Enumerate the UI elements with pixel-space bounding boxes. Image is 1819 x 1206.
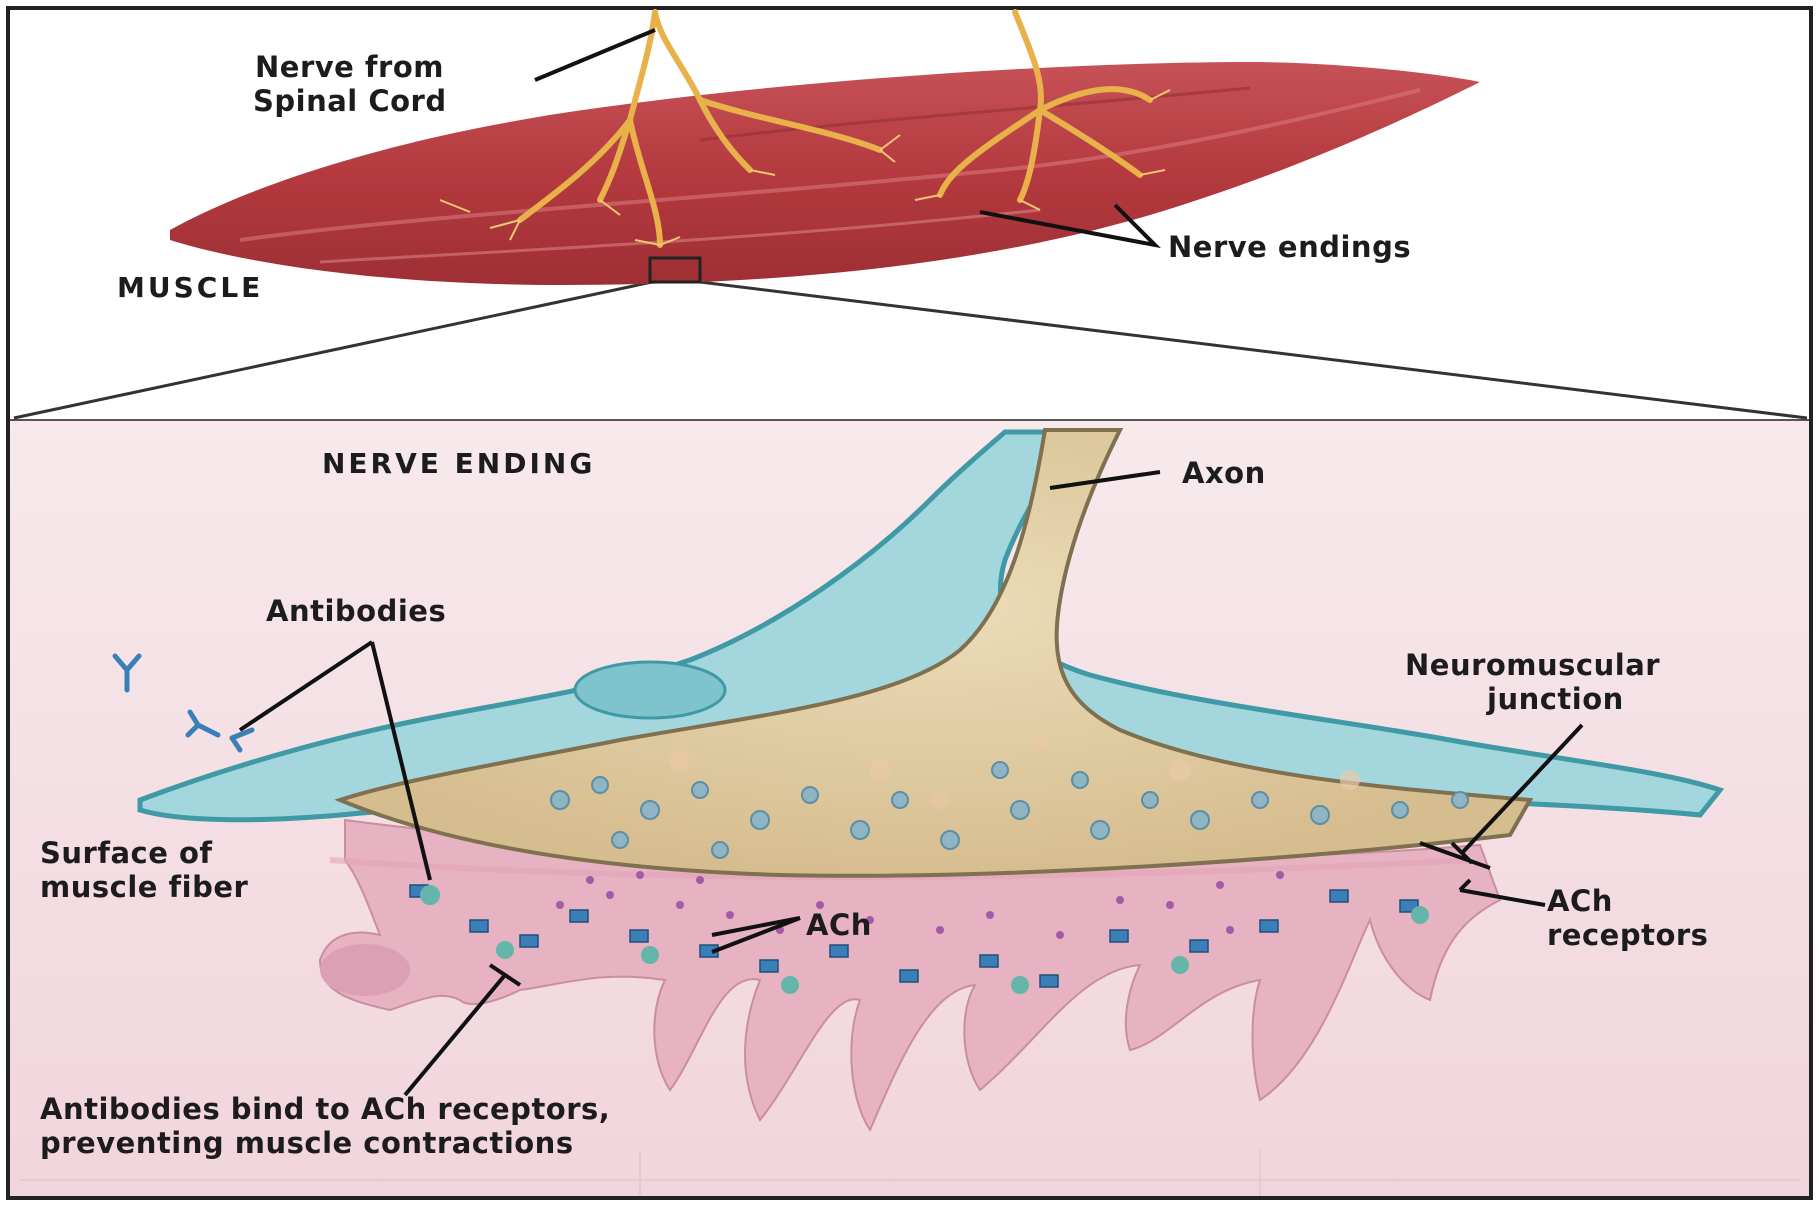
label-antibodies: Antibodies	[266, 594, 446, 629]
caption-line2: preventing muscle contractions	[40, 1126, 574, 1161]
label-nmj-line1: Neuromuscular	[1405, 648, 1660, 683]
label-ach-receptors-line1: ACh	[1547, 884, 1613, 919]
label-surface-line1: Surface of	[40, 836, 213, 871]
label-nerve-ending-title: NERVE ENDING	[322, 446, 595, 481]
label-nerve-from-line1: Nerve from	[255, 50, 444, 85]
label-nerve-endings: Nerve endings	[1168, 230, 1411, 265]
label-surface-line2: muscle fiber	[40, 870, 248, 905]
label-ach: ACh	[806, 908, 872, 943]
label-ach-receptors-line2: receptors	[1547, 918, 1708, 953]
label-nmj-line2: junction	[1487, 682, 1624, 717]
caption-line1: Antibodies bind to ACh receptors,	[40, 1092, 610, 1127]
label-nerve-from-line2: Spinal Cord	[253, 84, 447, 119]
label-axon: Axon	[1182, 456, 1266, 491]
label-muscle: MUSCLE	[117, 270, 263, 305]
